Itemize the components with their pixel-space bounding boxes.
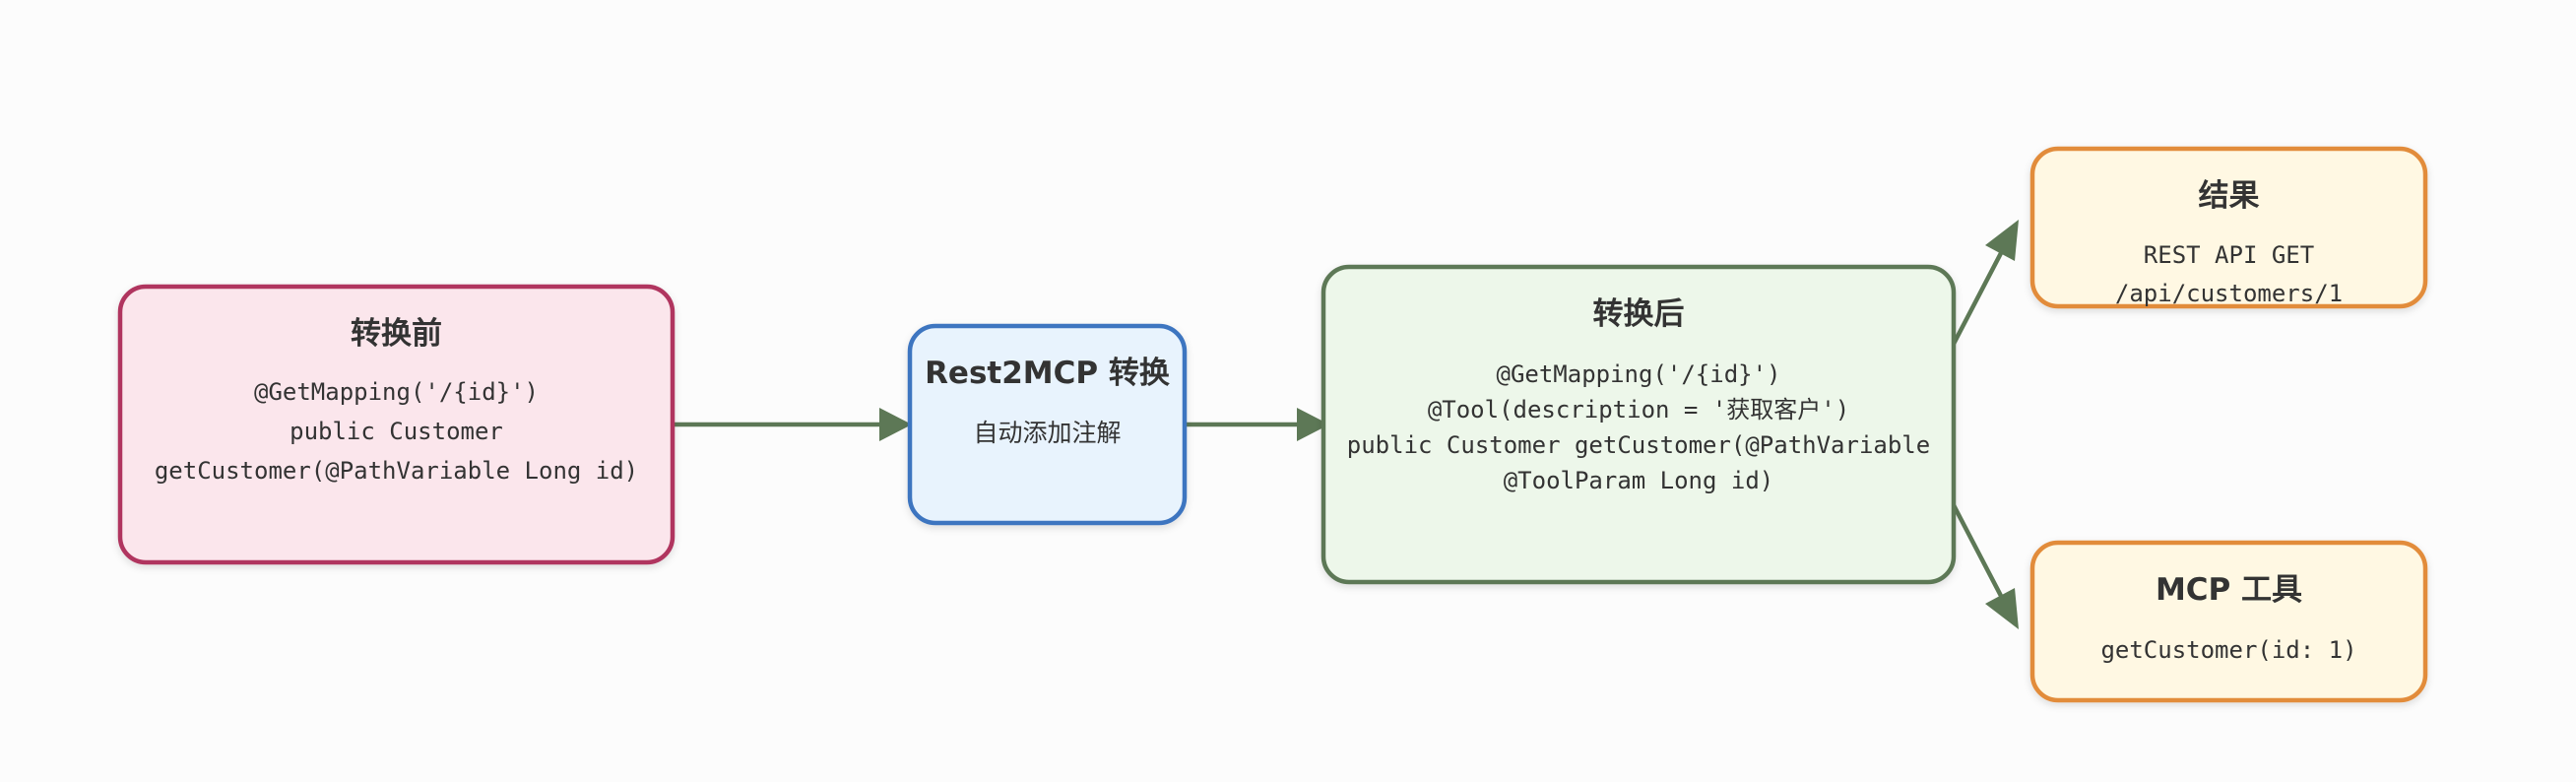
arrows <box>674 220 2019 629</box>
node-after: 转换后 @GetMapping('/{id}') @Tool(descripti… <box>1320 264 1957 585</box>
node-convert: Rest2MCP 转换 自动添加注解 <box>907 323 1188 526</box>
node-mcp-tool-title: MCP 工具 <box>2156 572 2302 608</box>
arrowhead-after-to-mcp-tool <box>1985 588 2019 629</box>
node-after-line-3: public Customer getCustomer(@PathVariabl… <box>1347 431 1930 459</box>
arrowhead-after-to-result <box>1985 220 2019 261</box>
node-result: 结果 REST API GET /api/customers/1 <box>2029 146 2428 309</box>
node-after-line-1: @GetMapping('/{id}') <box>1497 360 1781 388</box>
node-mcp-tool: MCP 工具 getCustomer(id: 1) <box>2029 540 2428 703</box>
arrowhead-before-to-convert <box>879 408 912 441</box>
node-mcp-tool-box <box>2029 540 2428 703</box>
node-before: 转换前 @GetMapping('/{id}') public Customer… <box>117 284 676 565</box>
node-result-line-2: /api/customers/1 <box>2115 280 2343 307</box>
node-before-line-3: getCustomer(@PathVariable Long id) <box>155 457 638 485</box>
arrow-after-to-mcp-tool <box>1952 503 2003 598</box>
node-after-title: 转换后 <box>1593 296 1685 332</box>
arrowhead-convert-to-after <box>1297 408 1329 441</box>
node-after-line-2: @Tool(description = '获取客户') <box>1428 396 1849 424</box>
node-result-title: 结果 <box>2199 178 2260 214</box>
node-mcp-tool-line-1: getCustomer(id: 1) <box>2100 636 2356 664</box>
node-before-line-2: public Customer <box>290 418 503 445</box>
node-result-line-1: REST API GET <box>2144 241 2314 269</box>
node-before-line-1: @GetMapping('/{id}') <box>254 378 539 406</box>
node-convert-title: Rest2MCP 转换 <box>925 356 1170 391</box>
node-after-box <box>1320 264 1957 585</box>
node-after-line-4: @ToolParam Long id) <box>1504 467 1774 494</box>
node-convert-line-1: 自动添加注解 <box>973 419 1121 447</box>
node-before-box <box>117 284 676 565</box>
arrow-after-to-result <box>1952 251 2003 346</box>
node-result-box <box>2029 146 2428 309</box>
node-before-title: 转换前 <box>351 316 442 352</box>
node-convert-box <box>907 323 1188 526</box>
